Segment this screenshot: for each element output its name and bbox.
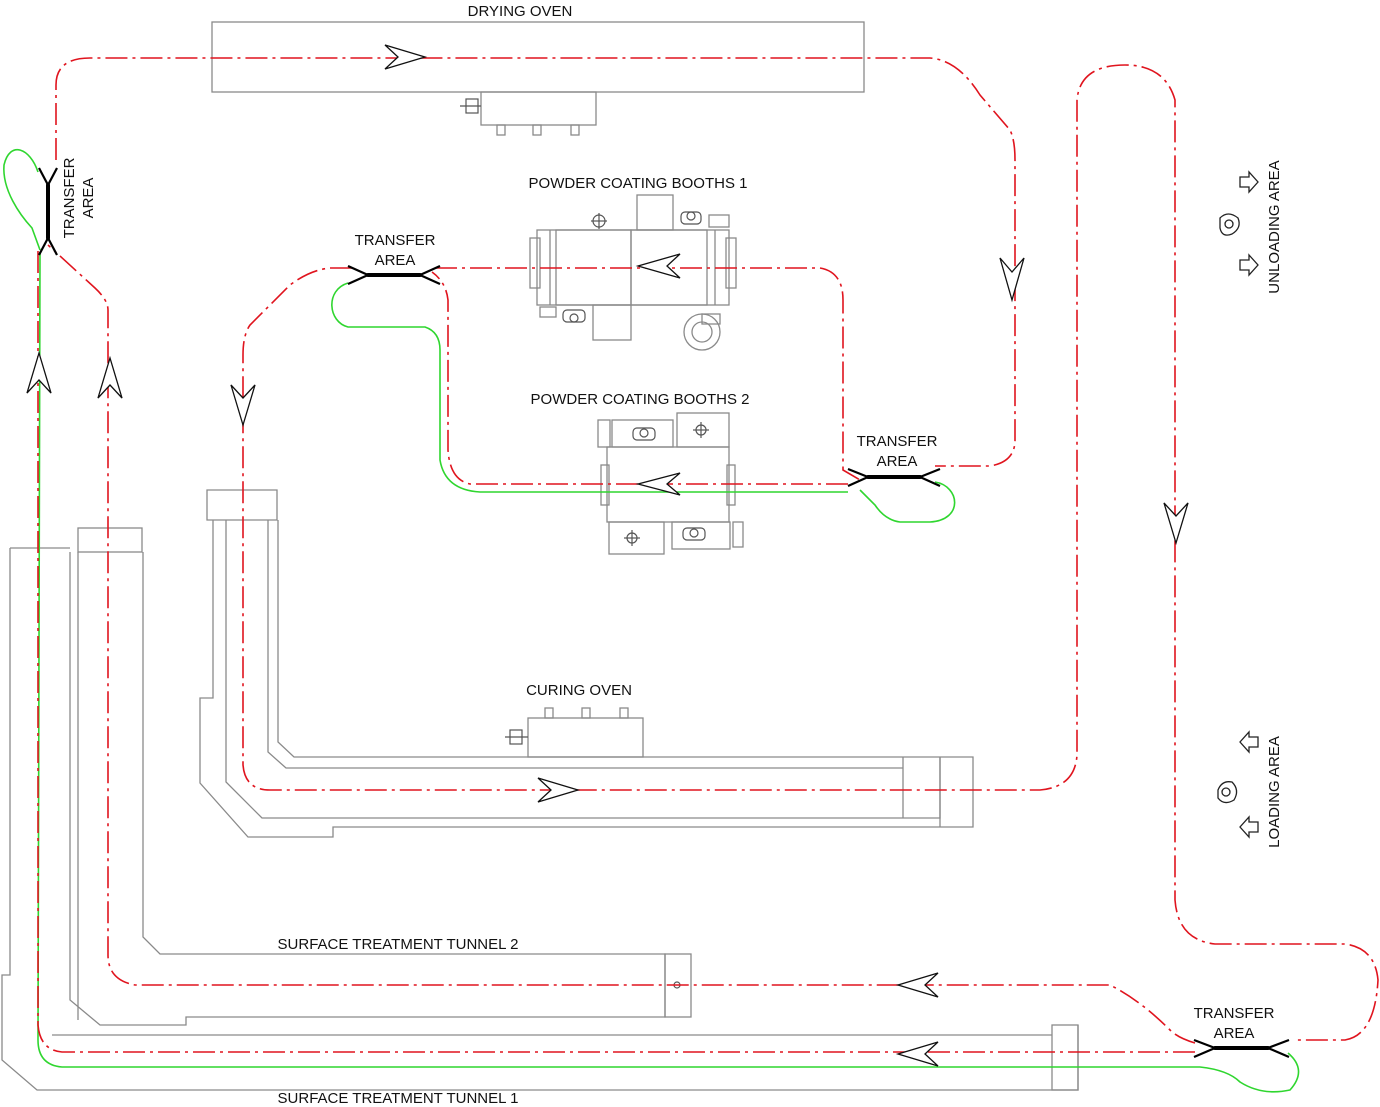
surface-treatment-tunnel-1: [1, 547, 1079, 1091]
hollow-arrow-icon: [1239, 730, 1259, 754]
main-conveyor: [37, 57, 1379, 1053]
unloading-area-label: UNLOADING AREA: [1266, 160, 1283, 293]
transfer-area-label-left: TRANSFER AREA: [61, 157, 97, 238]
svg-text:AREA: AREA: [375, 252, 416, 269]
drying-oven: [211, 21, 865, 136]
operator-icon: [680, 211, 702, 225]
transfer-point-bottom: [1193, 1038, 1290, 1059]
return-conveyor: [3, 148, 1300, 1093]
operator-icon: [1217, 781, 1238, 804]
hollow-arrow-icon: [1239, 253, 1259, 277]
direction-arrow-icon: [97, 355, 123, 399]
direction-arrow-icon: [537, 777, 581, 803]
direction-arrow-icon: [999, 257, 1025, 303]
svg-text:AREA: AREA: [1214, 1025, 1255, 1042]
target-icon: [693, 422, 709, 438]
direction-arrow-icon: [230, 384, 256, 428]
svg-text:TRANSFER: TRANSFER: [1194, 1005, 1275, 1022]
direction-arrow-icon: [1163, 502, 1189, 546]
booths-2-label: POWDER COATING BOOTHS 2: [531, 391, 750, 408]
operator-icon: [1219, 213, 1240, 236]
drying-oven-label: DRYING OVEN: [468, 3, 573, 20]
transfer-point-left: [38, 167, 58, 256]
direction-arrow-icon: [895, 972, 939, 998]
operator-icon: [632, 427, 656, 441]
transfer-area-label-bottom: TRANSFER AREA: [1194, 1005, 1275, 1042]
direction-arrow-icon: [635, 253, 681, 279]
loading-area: [1217, 730, 1259, 839]
unloading-area: [1219, 170, 1259, 277]
tunnel-2-label: SURFACE TREATMENT TUNNEL 2: [278, 936, 519, 953]
transfer-area-label-booths-2: TRANSFER AREA: [857, 433, 938, 470]
svg-text:AREA: AREA: [877, 453, 918, 470]
burner-icon: [460, 98, 481, 114]
burner-icon: [505, 729, 528, 745]
direction-arrow-icon: [635, 472, 681, 496]
surface-treatment-tunnel-2: [69, 527, 692, 1026]
transfer-area-label-booths-1: TRANSFER AREA: [355, 232, 436, 269]
transfer-point-booths-2: [847, 467, 941, 488]
hollow-arrow-icon: [1239, 815, 1259, 839]
svg-text:TRANSFER: TRANSFER: [355, 232, 436, 249]
curing-oven-label: CURING OVEN: [526, 682, 632, 699]
loading-area-label: LOADING AREA: [1266, 736, 1283, 848]
direction-arrow-icon: [895, 1041, 939, 1067]
operator-icon: [562, 309, 586, 323]
tunnel-1-label: SURFACE TREATMENT TUNNEL 1: [278, 1090, 519, 1107]
svg-text:AREA: AREA: [80, 178, 97, 219]
direction-arrow-icon: [384, 44, 428, 70]
direction-arrow-icon: [26, 350, 52, 394]
transfer-point-booths-1: [347, 264, 441, 286]
curing-oven: [199, 489, 974, 838]
target-icon: [624, 530, 640, 546]
operator-icon: [682, 527, 706, 541]
hollow-arrow-icon: [1239, 170, 1259, 194]
booths-1-label: POWDER COATING BOOTHS 1: [529, 175, 748, 192]
target-icon: [591, 213, 607, 229]
svg-text:TRANSFER: TRANSFER: [857, 433, 938, 450]
powder-coating-booths-1: [529, 194, 737, 351]
fan-icon: [683, 313, 721, 351]
svg-text:TRANSFER: TRANSFER: [61, 157, 78, 238]
